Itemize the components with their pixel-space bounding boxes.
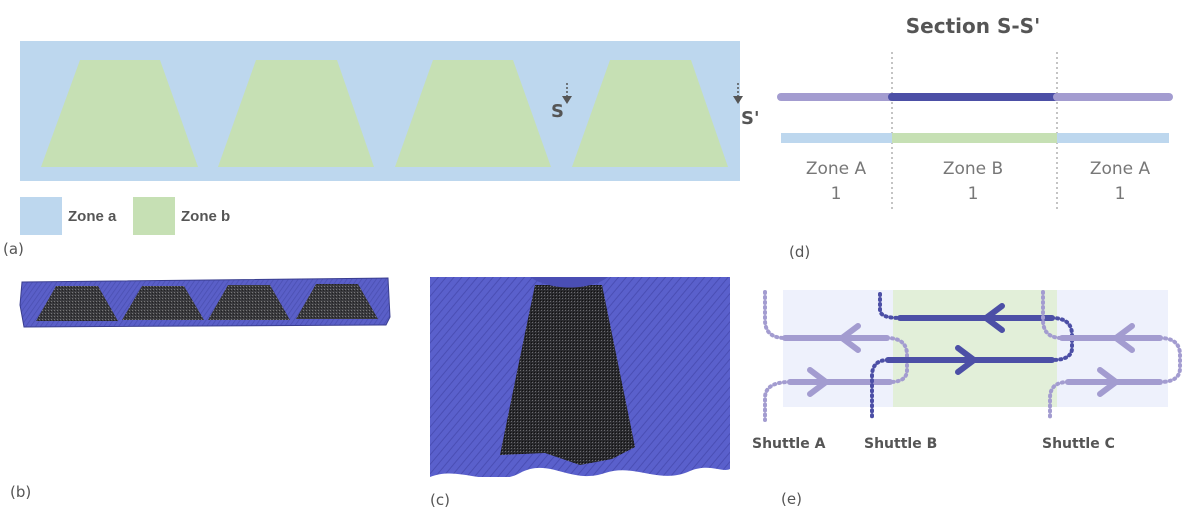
section-zone-a-left-bar	[781, 133, 892, 143]
shuttle-b-dotted-turn	[1050, 316, 1074, 362]
zone-label-middle: Zone B	[943, 159, 1003, 179]
zone-b-trapezoid-2	[218, 60, 374, 167]
zone-label-right: Zone A	[1090, 159, 1151, 179]
zone-b-trapezoid-4	[572, 60, 728, 167]
zone-count-right: 1	[1115, 184, 1126, 204]
zone-count-middle: 1	[968, 184, 979, 204]
shuttle-c-arrow-right	[1097, 367, 1119, 397]
fabric-black-trapezoid-1	[36, 286, 118, 321]
shuttle-zone-a-right	[1057, 290, 1168, 407]
shuttle-c-dotted-turn	[1158, 336, 1182, 384]
zone-diagram: S S'	[20, 41, 759, 181]
s-marker-arrow	[562, 96, 572, 104]
closeup-bottom-edge	[430, 467, 730, 492]
panel-b: (b)	[0, 265, 420, 505]
shuttle-c-dotted-top	[1041, 290, 1064, 340]
section-diagram: Section S-S' Zone A 1 Zone B 1 Zone A 1	[777, 14, 1173, 210]
legend-zone-b: Zone b	[133, 197, 230, 235]
fabric-photo-strip	[19, 277, 391, 328]
shuttle-c-label: Shuttle C	[1042, 436, 1115, 452]
fabric-black-trapezoid-3	[208, 285, 290, 320]
shuttle-diagram: Shuttle A Shuttle B Shuttle C	[752, 290, 1182, 452]
panel-a: S S' Zone a Zone b (a)	[0, 0, 760, 260]
shuttle-zone-b	[893, 290, 1057, 407]
section-zone-b-bar	[892, 133, 1057, 143]
shuttle-b-arrow-left	[983, 303, 1005, 333]
legend-swatch-zone-b	[133, 197, 175, 235]
shuttle-a-dotted-bottom	[763, 380, 792, 422]
shuttle-b-dotted-bottom	[870, 358, 890, 422]
zone-b-trapezoid-3	[395, 60, 551, 167]
shuttle-a-dotted-top	[763, 290, 787, 340]
fabric-closeup-photo	[430, 277, 730, 492]
shuttle-b-dotted-top	[878, 292, 902, 320]
shuttle-zone-a-left	[783, 290, 893, 407]
legend-zone-a: Zone a	[20, 197, 116, 235]
zone-b-trapezoid-1	[41, 60, 198, 167]
legend-label-zone-a: Zone a	[68, 207, 117, 225]
shuttle-b-label: Shuttle B	[864, 436, 937, 452]
shuttle-a-arrow-left	[839, 323, 861, 353]
zone-count-left: 1	[831, 184, 842, 204]
shuttle-b-arrow-right	[955, 345, 977, 375]
shuttle-a-label: Shuttle A	[752, 436, 826, 452]
closeup-black-region	[500, 285, 635, 465]
closeup-top-fold	[530, 277, 608, 288]
panel-d: Section S-S' Zone A 1 Zone B 1 Zone A 1 …	[760, 0, 1200, 270]
s-prime-marker-label: S'	[741, 108, 759, 129]
fabric-black-trapezoid-2	[122, 286, 204, 320]
panel-label-a: (a)	[3, 240, 24, 258]
panel-label-e: (e)	[781, 490, 802, 508]
shuttle-a-arrow-right	[807, 367, 829, 397]
panel-label-d: (d)	[789, 243, 811, 261]
fabric-black-trapezoid-4	[296, 284, 378, 319]
zone-label-left: Zone A	[806, 159, 867, 179]
panel-label-b: (b)	[10, 483, 32, 501]
panel-c: (c)	[420, 265, 750, 509]
panel-label-c: (c)	[430, 491, 450, 509]
legend-swatch-zone-a	[20, 197, 62, 235]
legend-label-zone-b: Zone b	[181, 207, 231, 225]
s-prime-marker-arrow	[733, 96, 743, 104]
section-zone-a-right-bar	[1057, 133, 1169, 143]
panel-e: Shuttle A Shuttle B Shuttle C (e)	[740, 280, 1200, 520]
shuttle-c-arrow-left	[1113, 323, 1135, 353]
section-title: Section S-S'	[906, 14, 1040, 38]
s-marker-label: S	[551, 101, 564, 122]
shuttle-c-dotted-bottom	[1048, 380, 1070, 422]
